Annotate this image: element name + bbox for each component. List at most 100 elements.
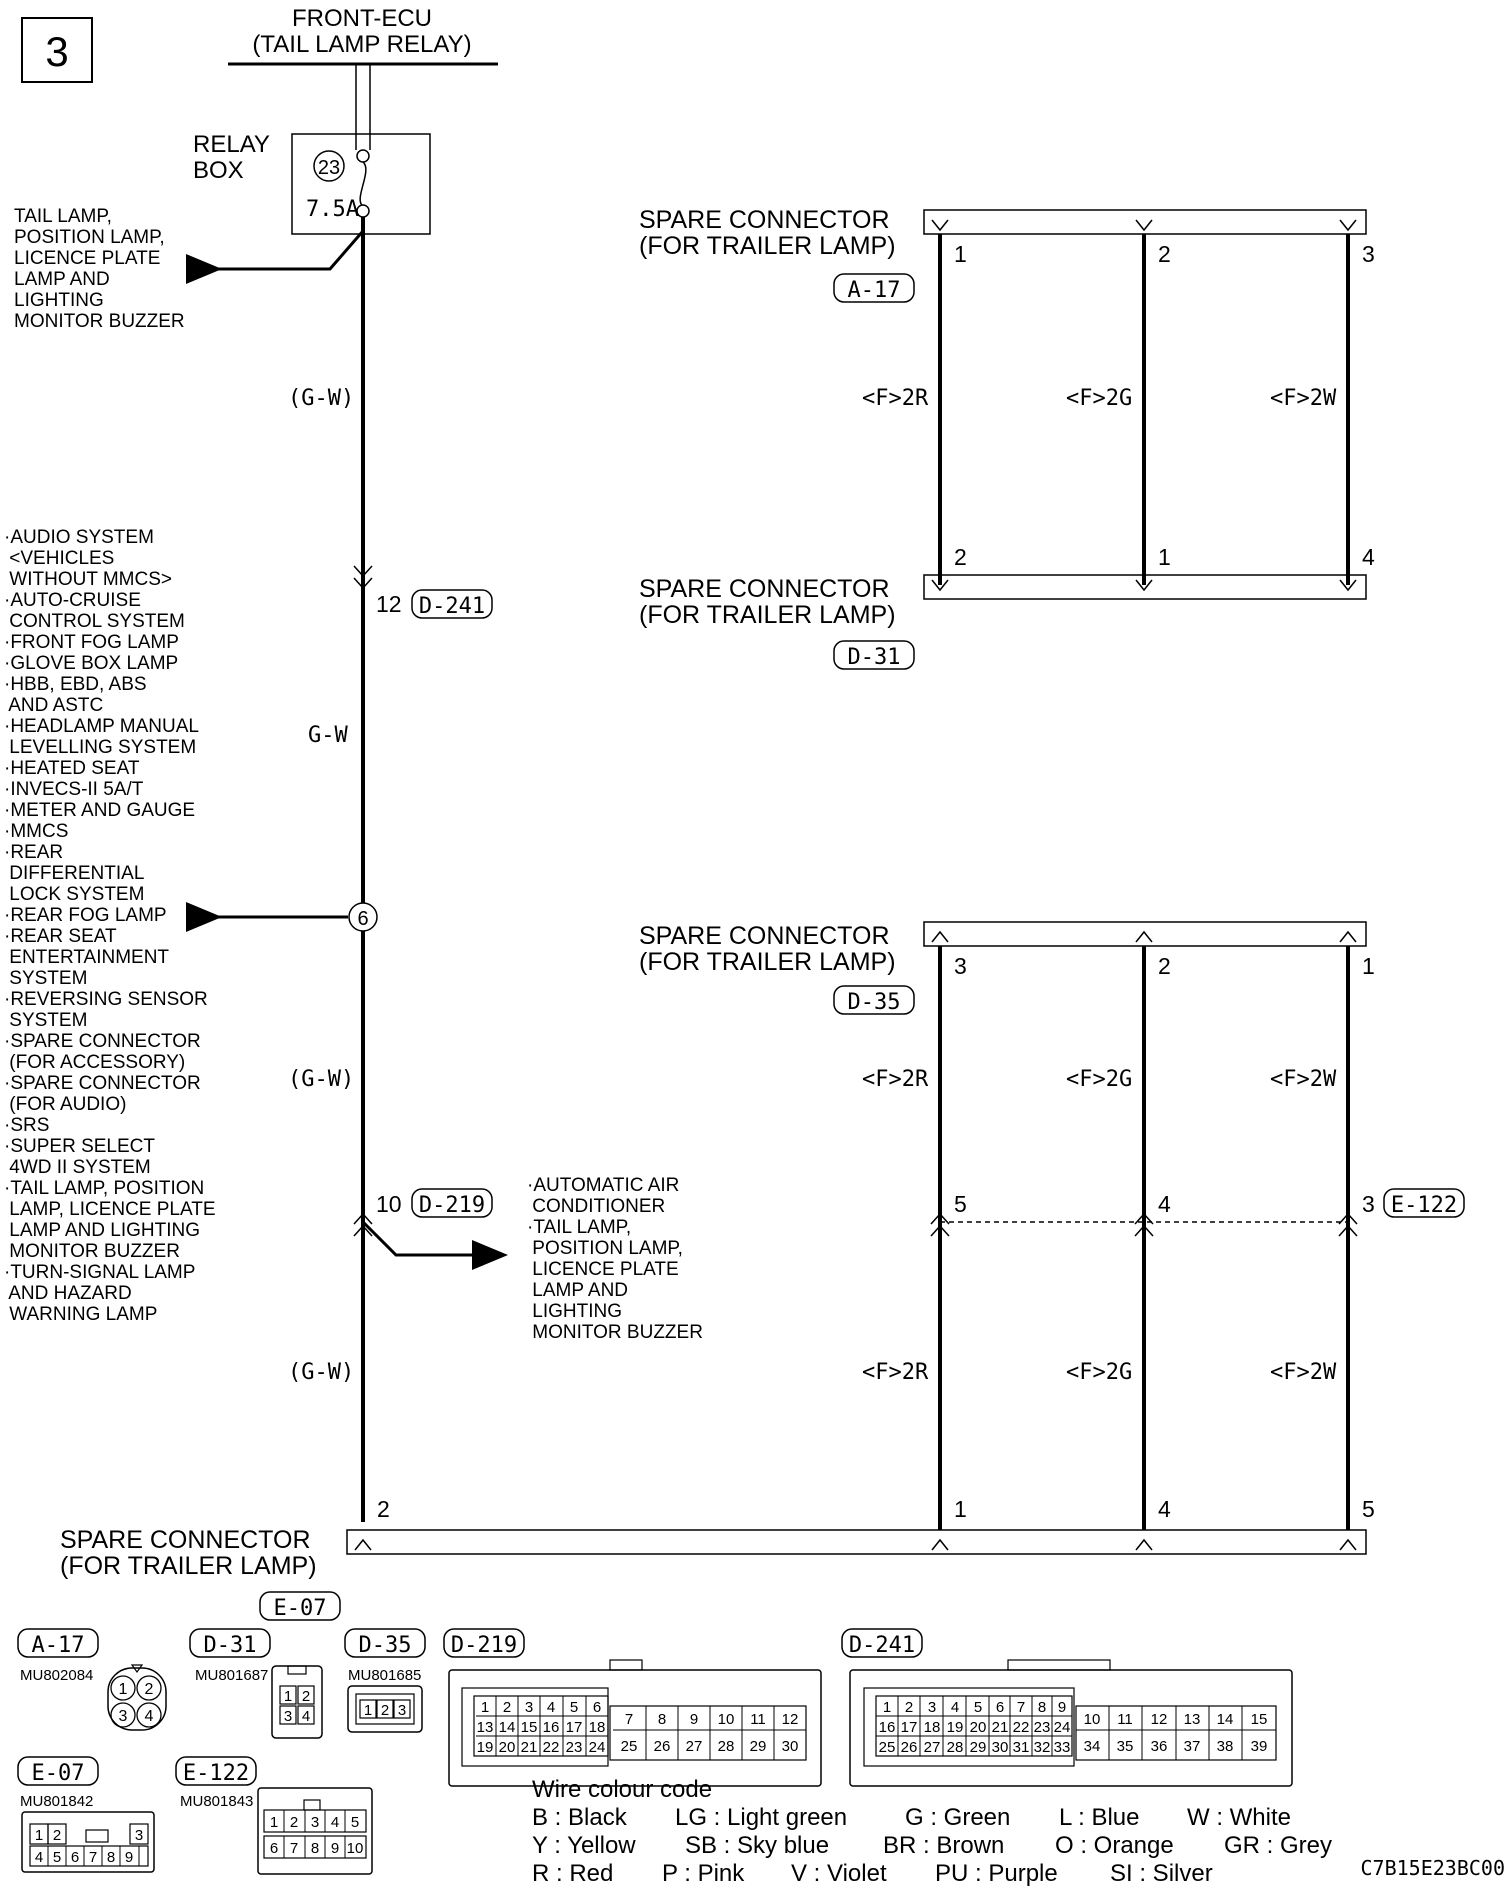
connector-subtitle: (FOR TRAILER LAMP) [60,1552,317,1580]
colour-code-entry: V : Violet [791,1860,887,1887]
d219-branch-line: CONDITIONER [527,1196,665,1217]
junction-branch-line: 4WD II SYSTEM [4,1157,151,1178]
colour-code-entry: P : Pink [662,1860,745,1887]
face-pin: 9 [125,1849,133,1866]
e122-pin: 5 [954,1191,967,1217]
fuse-terminal-bottom [356,204,370,218]
source-subtitle: (TAIL LAMP RELAY) [252,31,471,58]
face-pin: 13 [477,1719,494,1736]
connector-d241-inline: 12 D-241 [353,565,493,619]
e122-label: E-122 [1391,1193,1457,1218]
face-pin: 2 [290,1814,298,1831]
face-pin: 20 [499,1739,516,1756]
colour-code-entry: PU : Purple [935,1860,1058,1887]
face-pin: 29 [750,1738,767,1755]
face-id: D-241 [849,1633,915,1658]
face-pin: 3 [135,1827,143,1844]
face-id: D-219 [451,1633,517,1658]
main-gw-wire: (G-W) G-W (G-W) (G-W) [288,217,365,1522]
colour-code-entry: SB : Sky blue [685,1832,829,1859]
face-pin: 3 [525,1699,533,1716]
face-pin: 18 [589,1719,606,1736]
face-pin: 2 [503,1699,511,1716]
junction-branch-line: ·SPARE CONNECTOR [4,1031,201,1052]
d35-label: D-35 [848,990,901,1015]
face-pin: 2 [905,1699,913,1716]
relay-box-label-1: RELAY [193,131,270,158]
face-pin: 3 [119,1708,128,1725]
face-pin: 21 [521,1739,538,1756]
fuse-rating: 7.5A [306,197,359,222]
tail-branch-line: LICENCE PLATE [14,248,160,269]
connector-face-d35: D-35 MU801685 1 2 3 [344,1628,426,1733]
face-pin: 12 [1151,1711,1168,1728]
face-pin: 22 [543,1739,560,1756]
face-pin: 11 [1117,1711,1133,1728]
face-pin: 10 [718,1711,735,1728]
face-pin: 5 [974,1699,982,1716]
connector-title: SPARE CONNECTOR [639,575,890,603]
face-pin: 17 [566,1719,583,1736]
spare-connector-d31: 2 1 4 SPARE CONNECTOR (FOR TRAILER LAMP)… [639,544,1375,670]
junction-branch-line: ·AUTO-CRUISE [4,590,141,611]
colour-code-entry: B : Black [532,1804,628,1831]
colour-code-entry: GR : Grey [1224,1832,1332,1859]
face-pin: 32 [1034,1739,1051,1756]
d31-bar [923,574,1367,600]
wire-label-red: <F>2R [862,386,929,411]
wire-label-gw: (G-W) [288,1360,354,1385]
junction-number: 6 [357,908,368,930]
junction-branch-line: WARNING LAMP [4,1304,157,1325]
connector-subtitle: (FOR TRAILER LAMP) [639,232,896,260]
junction-branch-line: ·HEADLAMP MANUAL [4,716,199,737]
junction-branch-list: ·AUDIO SYSTEM <VEHICLES WITHOUT MMCS> ·A… [4,527,216,1325]
d35-pin: 1 [1362,953,1375,979]
junction-branch-line: WITHOUT MMCS> [4,569,172,590]
wires-a17-d31: <F>2R <F>2G <F>2W [862,234,1350,585]
spare-connector-a17: SPARE CONNECTOR (FOR TRAILER LAMP) A-17 … [639,206,1375,303]
junction-branch-line: ·MMCS [4,821,68,842]
d219-branch-line: ·TAIL LAMP, [527,1217,631,1238]
face-pin: 10 [347,1840,364,1857]
face-pin: 5 [351,1814,359,1831]
face-pin: 9 [1058,1699,1066,1716]
colour-code-entry: L : Blue [1059,1804,1140,1831]
d35-pin: 2 [1158,953,1171,979]
face-pin: 13 [1184,1711,1201,1728]
wire-label-gw: G-W [308,723,348,748]
d219-branch-line: ·AUTOMATIC AIR [527,1175,679,1196]
face-pin: 9 [690,1711,698,1728]
colour-code-entry: Y : Yellow [532,1832,636,1859]
part-number: MU801687 [195,1667,268,1684]
junction-branch-line: (FOR ACCESSORY) [4,1052,185,1073]
face-pin: 34 [1084,1738,1101,1755]
colour-code-entry: BR : Brown [883,1832,1004,1859]
page-number-box: 3 [21,17,93,83]
d35-pin: 3 [954,953,967,979]
junction-branch-line: ·GLOVE BOX LAMP [4,653,178,674]
source-front-ecu: FRONT-ECU (TAIL LAMP RELAY) [228,5,498,66]
face-pin: 11 [750,1711,766,1728]
face-pin: 18 [924,1719,941,1736]
colour-code-entry: R : Red [532,1860,613,1887]
face-pin: 39 [1251,1738,1268,1755]
part-number: MU801842 [20,1793,93,1810]
tail-branch-line: TAIL LAMP, [14,206,112,227]
junction-branch-line: ·REAR [4,842,63,863]
face-pin: 28 [718,1738,735,1755]
d219-branch-line: LAMP AND [527,1280,628,1301]
face-pin: 1 [35,1827,43,1844]
face-pin: 23 [1034,1719,1051,1736]
face-id: E-07 [32,1761,85,1786]
face-pin: 7 [89,1849,97,1866]
face-pin: 6 [270,1840,278,1857]
face-pin: 15 [1251,1711,1268,1728]
tail-branch-line: POSITION LAMP, [14,227,165,248]
face-pin: 7 [290,1840,298,1857]
face-pin: 3 [928,1699,936,1716]
face-pin: 25 [621,1738,638,1755]
a17-pin: 1 [954,241,967,267]
face-pin: 15 [521,1719,538,1736]
a17-label: A-17 [848,278,901,303]
